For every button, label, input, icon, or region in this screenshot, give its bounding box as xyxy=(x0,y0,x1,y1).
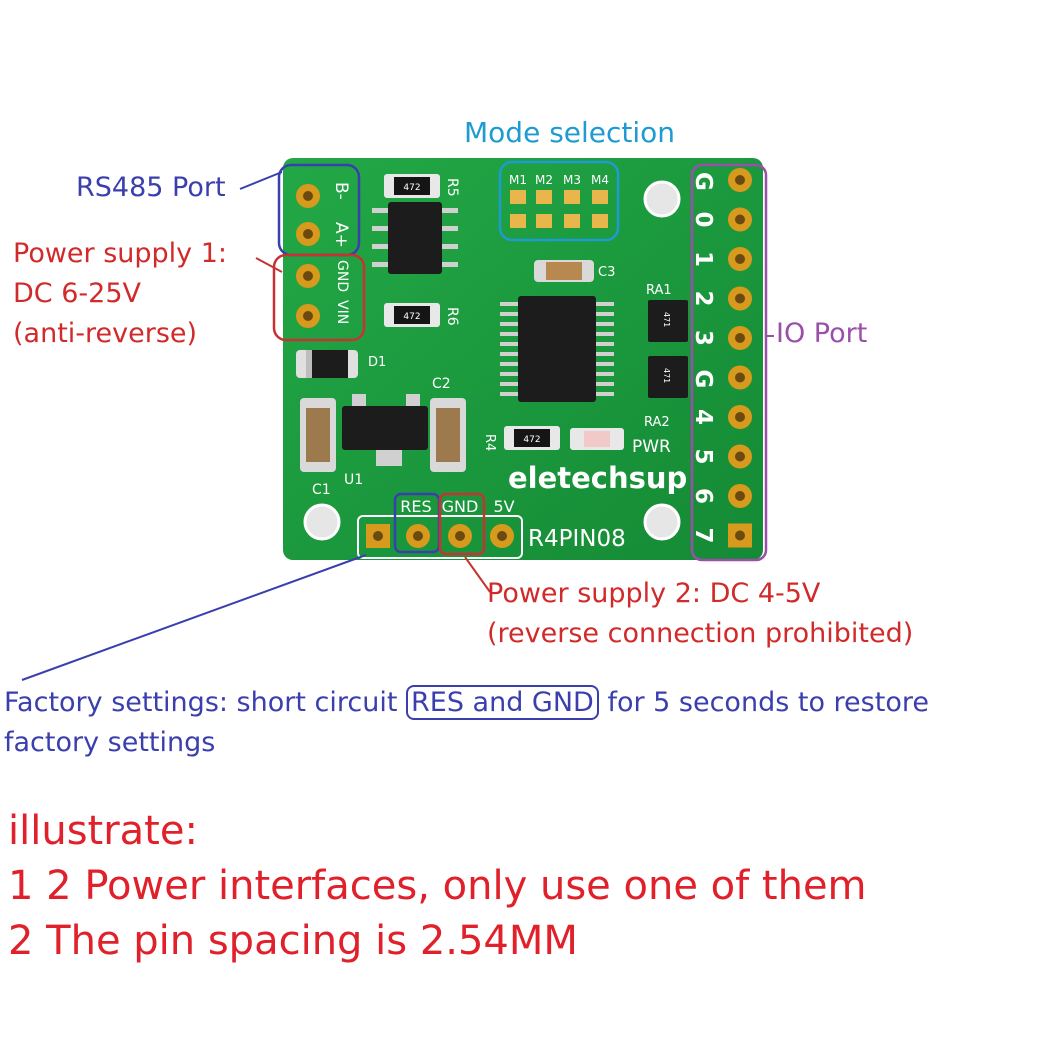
resistor-r5-code: 472 xyxy=(403,183,420,193)
rs485-pin-a: A+ xyxy=(331,222,351,248)
jumper-m3: M3 xyxy=(563,173,581,187)
label-ra2: RA2 xyxy=(644,415,670,430)
brand-text: eletechsup xyxy=(508,461,687,495)
io-pin-hole xyxy=(735,530,745,541)
notes-block: illustrate: 1 2 Power interfaces, only u… xyxy=(8,804,867,969)
io-port-label: IO Port xyxy=(776,318,868,349)
label-c2: C2 xyxy=(432,376,451,392)
power1-pointer xyxy=(255,257,283,273)
jumper-m1: M1 xyxy=(509,173,527,187)
rs485-port-label: RS485 Port xyxy=(76,172,226,203)
io-pin-hole xyxy=(735,412,745,422)
io-pin-hole xyxy=(735,372,745,383)
model-text: R4PIN08 xyxy=(528,526,626,552)
power-supply-2-title: Power supply 2: DC 4-5V xyxy=(487,578,821,609)
io-pin-hole xyxy=(735,333,745,343)
jumper-m2: M2 xyxy=(535,173,553,187)
resistor-array-ra2: 471 xyxy=(648,356,688,398)
io-pin-label: G xyxy=(690,370,716,389)
notes-item-1: 1 2 Power interfaces, only use one of th… xyxy=(8,863,867,909)
resistor-r6-code: 472 xyxy=(403,312,420,322)
label-r4: R4 xyxy=(482,434,497,451)
io-pin-label: 4 xyxy=(690,409,716,425)
header-pin-res: RES xyxy=(400,497,431,516)
power-supply-1-box xyxy=(272,253,366,342)
mode-selection-label: Mode selection xyxy=(464,116,676,149)
resistor-array-ra1: 471 xyxy=(648,300,688,342)
mode-selection-box xyxy=(498,160,620,242)
io-pin-hole xyxy=(735,491,745,501)
io-pin-label: 3 xyxy=(690,330,716,346)
capacitor-c3 xyxy=(534,260,594,282)
label-r5: R5 xyxy=(444,178,460,197)
resistor-r4-code: 472 xyxy=(523,435,540,445)
label-u1: U1 xyxy=(344,472,363,488)
mounting-holes xyxy=(303,180,681,541)
diode-d1 xyxy=(296,350,358,378)
resistor-r5: 472 xyxy=(384,174,440,198)
io-pin-label: 5 xyxy=(690,449,716,465)
power-supply-2-label: Power supply 2: DC 4-5V (reverse connect… xyxy=(487,574,913,654)
label-pwr: PWR xyxy=(632,437,671,457)
power-supply-1-title: Power supply 1: xyxy=(13,238,228,269)
factory-settings-boxed: RES and GND xyxy=(406,685,599,720)
rs485-pin-b: B- xyxy=(331,182,351,200)
io-pin-hole xyxy=(735,175,745,185)
jumper-m4: M4 xyxy=(591,173,609,187)
bottom-header-pads xyxy=(366,524,514,548)
header-pin-gnd: GND xyxy=(442,497,479,516)
factory-settings-line1: Factory settings: short circuit RES and … xyxy=(4,683,929,723)
io-pin-label: 2 xyxy=(690,291,716,307)
power2-pointer xyxy=(464,556,491,593)
rs485-pointer xyxy=(239,171,283,190)
label-ra1: RA1 xyxy=(646,283,672,298)
capacitor-c2 xyxy=(430,398,466,472)
io-pin-hole xyxy=(735,254,745,264)
io-pads xyxy=(728,168,752,548)
label-c3: C3 xyxy=(598,265,615,280)
power-led xyxy=(570,428,624,450)
factory-settings-line2: factory settings xyxy=(4,727,216,758)
factory-settings-after: for 5 seconds to restore xyxy=(598,687,929,718)
factory-settings-before: Factory settings: short circuit xyxy=(4,687,407,718)
io-port-box xyxy=(690,163,768,562)
factory-pointer xyxy=(21,554,367,681)
notes-heading: illustrate: xyxy=(8,808,198,854)
capacitor-c1 xyxy=(300,398,336,472)
power-supply-2-note: (reverse connection prohibited) xyxy=(487,618,914,649)
io-pin-label: 7 xyxy=(690,528,716,544)
io-pin-hole xyxy=(735,451,745,462)
io-pin-label: 0 xyxy=(690,212,716,228)
ra2-code: 471 xyxy=(662,368,671,383)
regulator-u1 xyxy=(342,394,428,466)
io-pin-label: 6 xyxy=(690,488,716,504)
label-c1: C1 xyxy=(312,482,331,498)
header-pin-5v: 5V xyxy=(493,497,514,516)
io-pin-hole xyxy=(735,214,745,225)
main-mcu xyxy=(500,296,614,402)
label-r6: R6 xyxy=(444,307,460,326)
mode-jumpers xyxy=(510,190,608,228)
power-supply-1-label: Power supply 1: DC 6-25V (anti-reverse) xyxy=(13,234,227,354)
io-pin-hole xyxy=(735,293,745,304)
power-supply-1-voltage: DC 6-25V xyxy=(13,278,141,309)
left-pads xyxy=(296,184,320,328)
factory-settings-label: Factory settings: short circuit RES and … xyxy=(4,683,929,763)
io-pin-label: G xyxy=(690,172,716,191)
notes-item-2: 2 The pin spacing is 2.54MM xyxy=(8,918,578,964)
label-d1: D1 xyxy=(368,355,386,370)
resistor-r6: 472 xyxy=(384,303,440,327)
power-supply-1-note: (anti-reverse) xyxy=(13,318,198,349)
resistor-r4: 472 xyxy=(504,426,560,450)
ra1-code: 471 xyxy=(662,312,671,327)
io-pin-label: 1 xyxy=(690,251,716,267)
power1-pin-vin: VIN xyxy=(334,300,350,324)
power1-pin-gnd: GND xyxy=(334,260,350,292)
rs485-chip xyxy=(372,202,458,274)
power-supply-2-box xyxy=(438,492,486,556)
